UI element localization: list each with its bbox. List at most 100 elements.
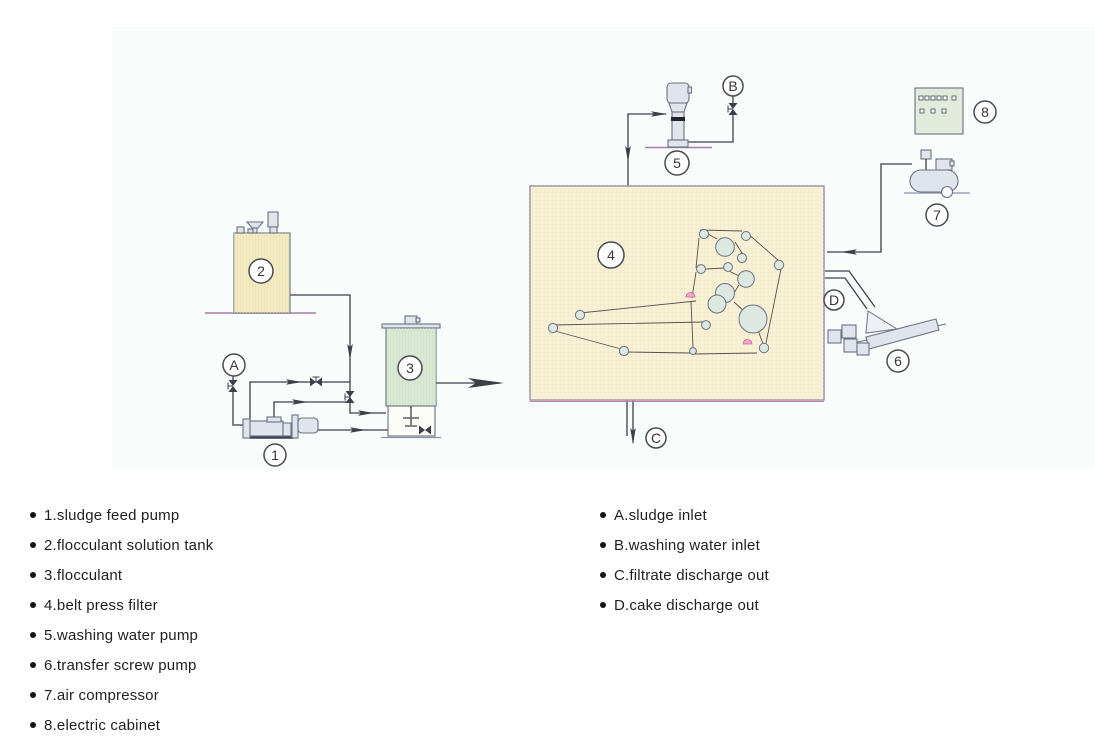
label-circle-3 <box>397 355 423 381</box>
label-5: 5 <box>673 155 681 171</box>
piping <box>227 96 912 444</box>
roller <box>758 342 770 354</box>
tank2-funnel-stem <box>252 227 258 234</box>
roller <box>737 270 755 288</box>
label-1: 1 <box>271 447 279 463</box>
label-7: 7 <box>933 207 941 223</box>
label-circle-2 <box>248 258 274 284</box>
label-2: 2 <box>257 263 265 279</box>
screw-hopper <box>865 310 899 334</box>
valve-A <box>227 380 238 392</box>
label-B: B <box>728 78 737 94</box>
tank3-lid <box>381 323 441 329</box>
bullet-icon <box>30 692 36 698</box>
bullet-icon <box>600 572 606 578</box>
tank3-mixer-nub <box>415 317 421 323</box>
belt-press-filter: 4 <box>529 185 825 402</box>
bullet-icon <box>30 542 36 548</box>
label-circle-D <box>823 289 845 311</box>
port-sludge-inlet: A <box>222 353 246 377</box>
tank3-mixer-motor <box>404 315 418 325</box>
legend-item: 2.flocculant solution tank <box>30 530 213 560</box>
legend-item: 6.transfer screw pump <box>30 650 213 680</box>
bullet-icon <box>30 722 36 728</box>
bullet-icon <box>30 572 36 578</box>
port-filtrate-discharge: C <box>645 427 667 449</box>
roller <box>618 345 630 357</box>
label-4: 4 <box>607 247 615 263</box>
bullet-icon <box>600 512 606 518</box>
bullet-icon <box>600 602 606 608</box>
valve-recirculation <box>310 376 322 387</box>
roller <box>741 231 751 241</box>
cabinet-indicators <box>918 95 957 114</box>
legend-item: 8.electric cabinet <box>30 710 213 740</box>
legend-item-label: 7.air compressor <box>44 686 159 704</box>
roller <box>715 237 735 257</box>
legend-item: 7.air compressor <box>30 680 213 710</box>
legend-item-label: A.sludge inlet <box>614 506 707 524</box>
label-C: C <box>651 430 661 446</box>
legend-item: B.washing water inlet <box>600 530 769 560</box>
legend-item: 4.belt press filter <box>30 590 213 620</box>
roller <box>574 309 586 321</box>
legend-item: D.cake discharge out <box>600 590 769 620</box>
legend-item-label: 1.sludge feed pump <box>44 506 180 524</box>
label-circle-A <box>222 353 246 377</box>
label-circle-7 <box>925 203 949 227</box>
roller <box>547 322 559 334</box>
tank2-stack-base <box>269 226 278 234</box>
compressor-gauge <box>920 149 932 160</box>
spray-nozzle <box>742 339 753 345</box>
belt-runs <box>553 229 782 355</box>
roller <box>689 347 697 355</box>
belt-rollers <box>547 228 785 357</box>
legend-item-label: D.cake discharge out <box>614 596 759 614</box>
label-A: A <box>229 357 239 373</box>
legend-item-label: 4.belt press filter <box>44 596 158 614</box>
legend-item-label: 5.washing water pump <box>44 626 199 644</box>
label-circle-5 <box>664 150 690 176</box>
legend-item: C.filtrate discharge out <box>600 560 769 590</box>
air-compressor: 7 <box>904 149 970 227</box>
legend-item: A.sludge inlet <box>600 500 769 530</box>
legend-item-label: B.washing water inlet <box>614 536 760 554</box>
transfer-screw-pump: 6 <box>827 310 947 373</box>
port-cake-discharge: D <box>823 289 845 311</box>
equipment-legend: 1.sludge feed pump 2.flocculant solution… <box>30 500 213 740</box>
pump5-band <box>671 117 685 121</box>
bullet-icon <box>30 662 36 668</box>
ports-legend: A.sludge inlet B.washing water inlet C.f… <box>600 500 769 620</box>
label-circle-1 <box>263 443 287 467</box>
valve-tank2-line <box>344 391 355 403</box>
screw-motor <box>827 329 842 344</box>
tank3-drain <box>403 406 419 427</box>
washing-water-pump: 5 <box>645 82 712 176</box>
spray-nozzle <box>685 292 696 298</box>
roller <box>707 294 727 314</box>
bullet-icon <box>30 512 36 518</box>
legend-item-label: 3.flocculant <box>44 566 123 584</box>
label-6: 6 <box>894 353 902 369</box>
electric-cabinet: 8 <box>914 87 997 135</box>
bullet-icon <box>30 602 36 608</box>
roller <box>738 304 768 334</box>
bullet-icon <box>600 542 606 548</box>
roller <box>773 259 785 271</box>
legend-item: 5.washing water pump <box>30 620 213 650</box>
roller <box>701 320 711 330</box>
label-3: 3 <box>406 360 414 376</box>
tank2-funnel <box>245 221 265 229</box>
label-circle-6 <box>886 349 910 373</box>
bullet-icon <box>30 632 36 638</box>
compressor-wheel <box>940 185 954 199</box>
belt-press-flow-diagram: 2 3 1 A <box>205 75 997 467</box>
label-D: D <box>829 292 839 308</box>
label-circle-B <box>722 75 744 97</box>
flocculant-solution-tank: 2 <box>205 211 316 314</box>
legend-item-label: 8.electric cabinet <box>44 716 161 734</box>
roller <box>698 228 710 240</box>
roller <box>696 264 706 274</box>
valve-B <box>727 103 738 115</box>
flocculant-tank: 3 <box>381 315 441 439</box>
